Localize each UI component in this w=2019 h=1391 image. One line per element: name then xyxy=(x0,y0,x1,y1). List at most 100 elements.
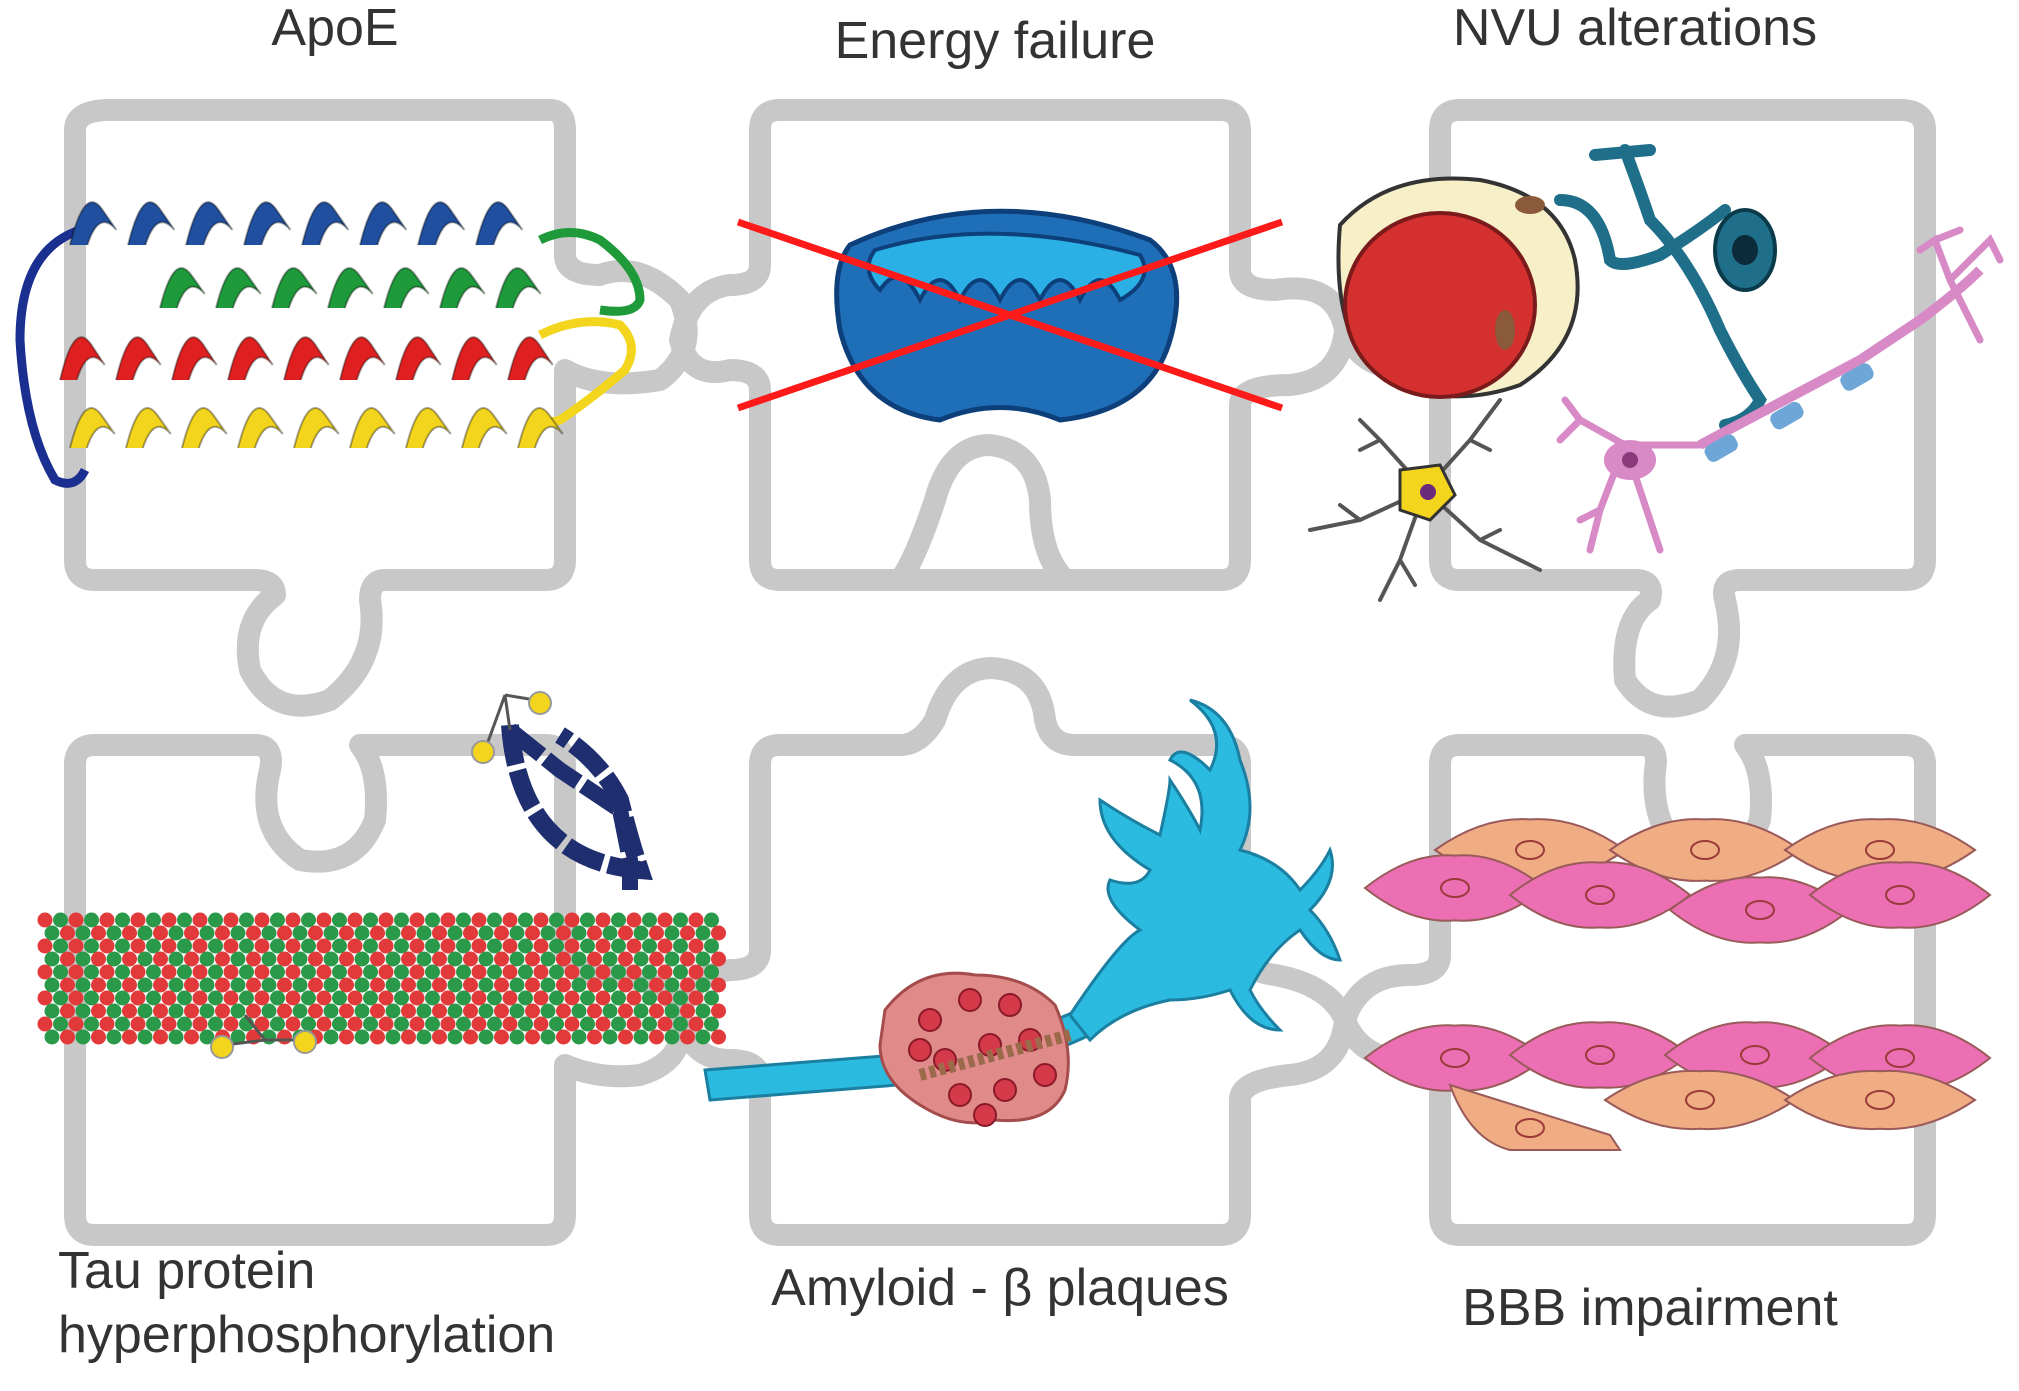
tubulin-bead xyxy=(370,1003,385,1019)
tubulin-bead xyxy=(332,1016,347,1032)
tubulin-bead xyxy=(99,938,115,954)
tubulin-bead xyxy=(378,938,394,954)
myelin-segment xyxy=(1770,401,1804,430)
tubulin-bead xyxy=(332,964,347,980)
tubulin-bead xyxy=(440,938,456,954)
tubulin-bead xyxy=(208,990,223,1006)
tubulin-bead xyxy=(354,1029,370,1045)
phosphate-group xyxy=(210,1035,234,1059)
tubulin-bead xyxy=(168,925,184,941)
pericyte-nucleus xyxy=(1495,310,1515,350)
amyloid-dot xyxy=(1033,1063,1057,1087)
tubulin-bead xyxy=(363,1016,378,1032)
tubulin-bead xyxy=(75,1003,91,1019)
amyloid-dot xyxy=(908,1038,932,1062)
tubulin-bead xyxy=(199,951,215,967)
tubulin-bead xyxy=(664,925,680,941)
tubulin-bead xyxy=(292,925,308,941)
mitochondrion-illustration xyxy=(736,208,1284,423)
tubulin-bead xyxy=(456,1016,471,1032)
tubulin-bead xyxy=(502,964,518,980)
phosphate-group xyxy=(528,691,552,715)
microglia-nucleus xyxy=(1420,484,1436,500)
tubulin-bead xyxy=(571,977,587,993)
tubulin-bead xyxy=(332,990,347,1006)
tubulin-bead xyxy=(633,977,649,993)
tubulin-bead xyxy=(626,990,642,1006)
tubulin-bead xyxy=(53,964,68,980)
tubulin-bead xyxy=(184,1029,199,1045)
tubulin-bead xyxy=(385,977,401,993)
tubulin-bead xyxy=(177,964,192,980)
tubulin-bead xyxy=(99,912,115,928)
label-energy-failure: Energy failure xyxy=(835,12,1156,70)
tubulin-bead xyxy=(323,951,339,967)
amyloid-dot xyxy=(973,1103,997,1127)
tubulin-bead xyxy=(587,925,602,941)
cross-out-line-2 xyxy=(736,218,1284,412)
tubulin-bead xyxy=(456,938,471,954)
tubulin-bead xyxy=(463,951,478,967)
tubulin-bead xyxy=(456,964,471,980)
tubulin-bead xyxy=(688,912,704,928)
tubulin-bead xyxy=(587,951,602,967)
apoe-helix-yellow-turn xyxy=(293,407,340,449)
tubulin-bead xyxy=(130,938,146,954)
tubulin-bead xyxy=(339,1029,354,1045)
tubulin-bead xyxy=(456,990,471,1006)
tubulin-bead xyxy=(502,990,518,1006)
tubulin-bead xyxy=(199,1003,215,1019)
tubulin-bead xyxy=(440,990,456,1006)
neuron-axon-pink xyxy=(1697,266,1984,450)
tubulin-bead xyxy=(122,977,137,993)
tubulin-bead xyxy=(84,938,99,954)
endothelial-cell xyxy=(1808,861,1992,929)
tubulin-bead xyxy=(53,912,68,928)
apoe-helix-yellow-turn xyxy=(237,407,284,449)
tubulin-bead xyxy=(432,977,447,993)
tubulin-bead xyxy=(199,925,215,941)
tubulin-bead xyxy=(680,951,695,967)
tubulin-bead xyxy=(649,977,664,993)
tubulin-bead xyxy=(153,977,168,993)
tubulin-bead xyxy=(416,1003,432,1019)
tubulin-bead xyxy=(184,977,199,993)
label-tau-line2: hyperphosphorylation xyxy=(58,1306,555,1364)
tubulin-bead xyxy=(208,1016,223,1032)
tubulin-bead xyxy=(704,1016,719,1032)
tubulin-bead xyxy=(332,938,347,954)
tubulin-bead xyxy=(208,912,223,928)
tubulin-bead xyxy=(161,1016,177,1032)
tubulin-bead xyxy=(60,977,75,993)
tubulin-bead xyxy=(370,977,385,993)
tubulin-bead xyxy=(308,925,323,941)
tubulin-bead xyxy=(494,951,509,967)
tubulin-bead xyxy=(447,1003,463,1019)
apoe-helix-red-turn xyxy=(283,336,330,381)
tubulin-bead xyxy=(316,964,332,980)
endothelial-cell-nucleus xyxy=(1440,1048,1470,1068)
tubulin-bead xyxy=(292,977,308,993)
amyloid-dot xyxy=(958,988,982,1012)
tubulin-bead xyxy=(270,1016,285,1032)
tubulin-bead xyxy=(301,964,316,980)
tubulin-bead xyxy=(385,1029,401,1045)
tubulin-bead xyxy=(378,964,394,980)
tubulin-bead xyxy=(301,938,316,954)
tubulin-bead xyxy=(595,938,611,954)
tubulin-bead xyxy=(53,1016,68,1032)
apoe-helix-green xyxy=(159,267,542,309)
tubulin-bead xyxy=(518,912,533,928)
tubulin-bead xyxy=(308,977,323,993)
tubulin-bead xyxy=(447,1029,463,1045)
apoe-helix-red-turn xyxy=(115,336,162,381)
tubulin-bead xyxy=(130,912,146,928)
tubulin-bead xyxy=(115,990,130,1006)
tubulin-bead xyxy=(440,964,456,980)
tubulin-bead xyxy=(161,990,177,1006)
tau-chain-upper xyxy=(505,723,638,890)
apoe-loop-yellow xyxy=(531,317,636,427)
tubulin-bead xyxy=(354,977,370,993)
tubulin-bead xyxy=(525,925,540,941)
tubulin-bead xyxy=(122,951,137,967)
